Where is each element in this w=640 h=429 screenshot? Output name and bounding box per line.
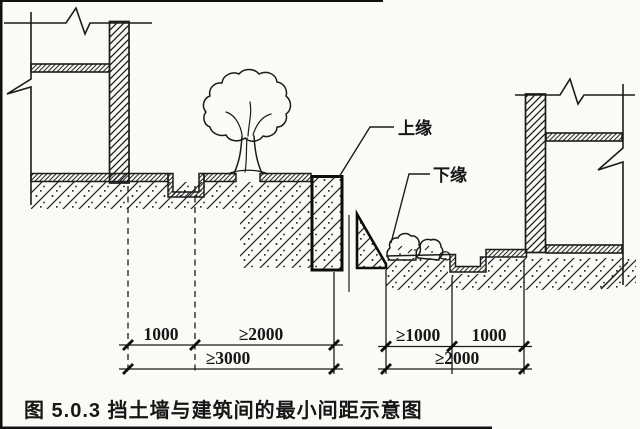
lower-ground bbox=[385, 248, 636, 290]
shrubs bbox=[386, 232, 451, 261]
ground-slab-mid bbox=[203, 172, 237, 183]
ground-slab-left bbox=[30, 172, 169, 183]
right-building-outer-wall-break bbox=[597, 84, 624, 285]
lower-ground-line bbox=[385, 253, 451, 257]
earth-hatch-behind-wall bbox=[240, 182, 312, 268]
upper-edge-leader bbox=[338, 126, 394, 178]
shrub-3 bbox=[439, 251, 451, 261]
left-building-outer-wall-break bbox=[6, 12, 32, 205]
ground-slab-right bbox=[259, 172, 312, 183]
left-building-floor-slab bbox=[30, 63, 111, 73]
apron-slab-right bbox=[485, 248, 528, 258]
right-building-roofline-break bbox=[515, 77, 635, 106]
tree-trunk bbox=[233, 135, 263, 175]
dim-right-ge2000: ≥2000 bbox=[435, 348, 480, 368]
retaining-wall-toe bbox=[355, 209, 388, 270]
retaining-wall-stem bbox=[310, 175, 344, 272]
upper-edge-label: 上缘 bbox=[398, 118, 432, 138]
upper-ground bbox=[30, 172, 312, 268]
dimension-group-left: 1000 ≥2000 ≥3000 bbox=[119, 186, 343, 376]
left-building-wall bbox=[108, 20, 130, 184]
lower-edge-label: 下缘 bbox=[433, 165, 467, 185]
earth-hatch-lower bbox=[386, 258, 636, 290]
dim-right-1000: 1000 bbox=[472, 325, 507, 345]
right-building-ground-slab bbox=[545, 244, 623, 254]
left-building bbox=[4, 6, 152, 205]
dim-left-ge3000: ≥3000 bbox=[206, 348, 251, 368]
shrub-texture bbox=[397, 245, 430, 254]
retaining-wall bbox=[310, 175, 388, 292]
tree-root-flare bbox=[227, 169, 269, 175]
tree-branches bbox=[225, 101, 272, 173]
dim-right-ge1000: ≥1000 bbox=[396, 325, 441, 345]
right-building-floor-slab bbox=[545, 132, 623, 142]
tree-canopy bbox=[202, 68, 292, 142]
figure-caption: 图 5.0.3 挡土墙与建筑间的最小间距示意图 bbox=[24, 398, 423, 422]
earth-hatch-upper-shallow bbox=[31, 182, 240, 209]
dim-left-1000: 1000 bbox=[144, 324, 179, 344]
lower-edge-leader bbox=[390, 173, 430, 244]
dim-left-ge2000: ≥2000 bbox=[239, 324, 284, 344]
right-building bbox=[515, 77, 635, 285]
right-building-wall bbox=[524, 93, 547, 254]
edge-labels: 上缘 下缘 bbox=[338, 118, 467, 244]
shrub-1 bbox=[386, 232, 422, 261]
shrub-2 bbox=[415, 238, 444, 261]
drainage-channel-left bbox=[167, 172, 205, 198]
scan-border bbox=[0, 0, 492, 429]
drainage-channel-right bbox=[449, 253, 487, 273]
tree bbox=[202, 68, 292, 175]
dimension-group-right: ≥1000 1000 ≥2000 bbox=[378, 260, 532, 376]
left-building-roofline-break bbox=[4, 6, 152, 37]
